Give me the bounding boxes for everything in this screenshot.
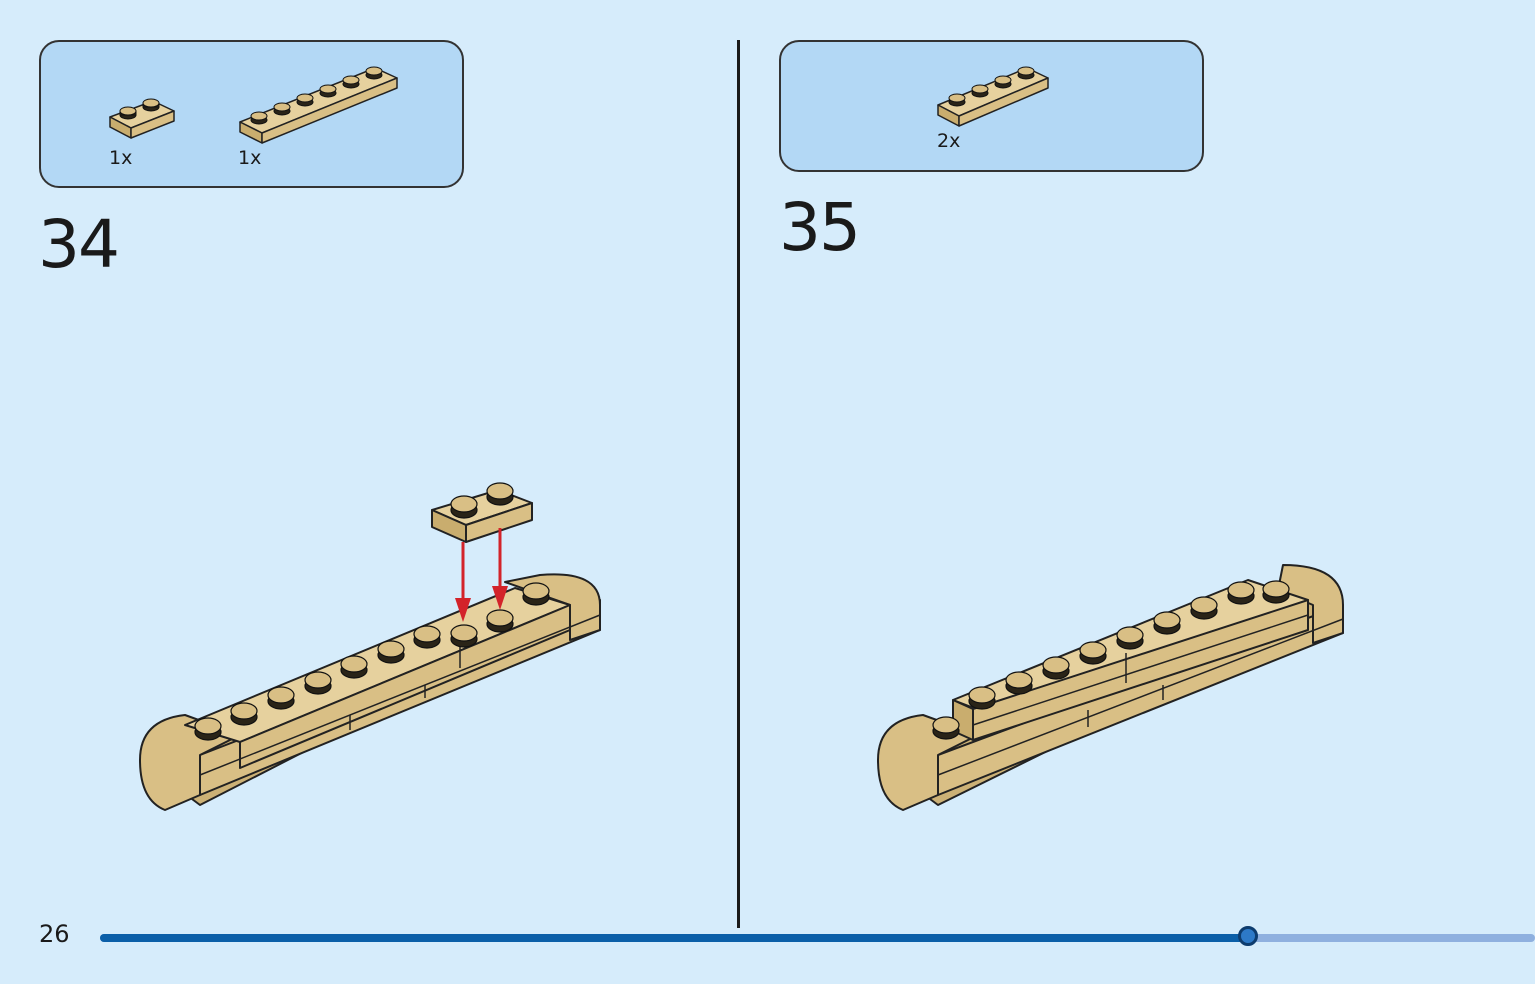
plate-1x6-tan-icon (239, 66, 398, 144)
step-number: 34 (38, 206, 120, 283)
step-34-model-illustration (139, 482, 601, 811)
progress-bar-fill (100, 934, 1248, 942)
plate-1x2-tan-icon (109, 98, 175, 139)
plate-1x4-tan-icon (937, 66, 1049, 127)
step-35-model-illustration (877, 564, 1344, 811)
parts-callout-step-34: 1x 1x (39, 40, 464, 188)
step-number: 35 (779, 189, 861, 266)
part-quantity: 1x (238, 147, 262, 169)
progress-marker (1238, 926, 1258, 946)
parts-callout-step-35: 2x (779, 40, 1204, 172)
step-divider (737, 40, 740, 928)
page-number: 26 (39, 920, 70, 948)
progress-bar (100, 926, 1535, 946)
part-quantity: 1x (109, 147, 133, 169)
part-quantity: 2x (937, 130, 961, 152)
